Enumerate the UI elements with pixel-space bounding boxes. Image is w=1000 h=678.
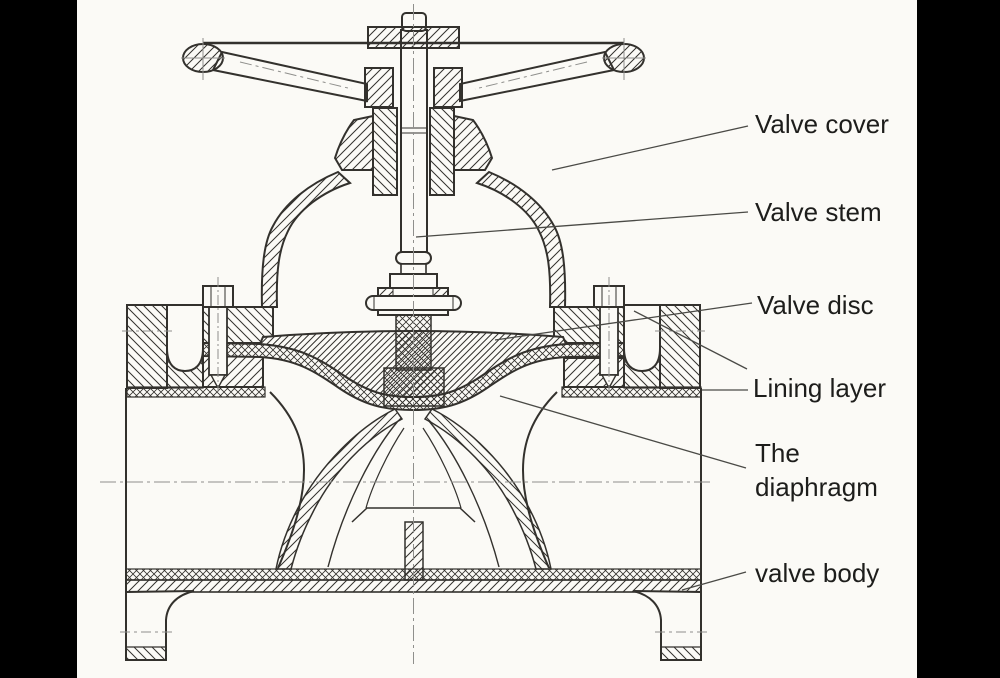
weir-inner-right2 (422, 427, 462, 509)
yoke-wing-right (453, 114, 494, 171)
bonnet-bolts (202, 285, 625, 390)
label-valve-stem: Valve stem (755, 197, 882, 227)
labels: Valve cover Valve stem Valve disc Lining… (753, 109, 889, 588)
weir-band-left (275, 408, 404, 570)
weir-inner-left2 (365, 427, 405, 509)
leader-diaphragm (499, 395, 747, 469)
handwheel (181, 26, 646, 108)
centerlines (100, 4, 712, 664)
bonnet-dome-right (475, 170, 567, 308)
packing-column-right (429, 107, 455, 196)
leader-valve-body (681, 571, 747, 591)
valve-cover-bonnet (260, 107, 567, 308)
label-valve-body: valve body (755, 558, 879, 588)
right-foot-pad (660, 646, 702, 661)
hub-post-left (364, 67, 394, 108)
leader-valve-cover (551, 125, 749, 171)
weir-inner-right (428, 420, 500, 568)
right-pipe-flange (659, 304, 701, 389)
label-valve-cover: Valve cover (755, 109, 889, 139)
weir-inner-left (327, 420, 399, 568)
label-diaphragm-line2: diaphragm (755, 472, 878, 502)
yoke-wing-left (333, 114, 374, 171)
leader-valve-disc (494, 302, 753, 341)
packing-column-left (372, 107, 398, 196)
left-black-bar (0, 0, 77, 678)
right-flange-slot (623, 304, 661, 373)
label-valve-disc: Valve disc (757, 290, 874, 320)
weir-pedestal (351, 507, 476, 523)
leader-lines (415, 125, 753, 591)
left-pipe-flange (126, 304, 168, 389)
left-foot-pad (125, 646, 167, 661)
leader-valve-stem (415, 211, 749, 238)
hub-post-right (433, 67, 463, 108)
left-flange-slot (166, 304, 204, 373)
leader-lining-layer-2 (633, 310, 748, 370)
weir-band-right (423, 408, 552, 570)
label-diaphragm-line1: The (755, 438, 800, 468)
label-lining-layer: Lining layer (753, 373, 886, 403)
bonnet-dome-left (260, 170, 352, 308)
right-black-bar (917, 0, 1000, 678)
